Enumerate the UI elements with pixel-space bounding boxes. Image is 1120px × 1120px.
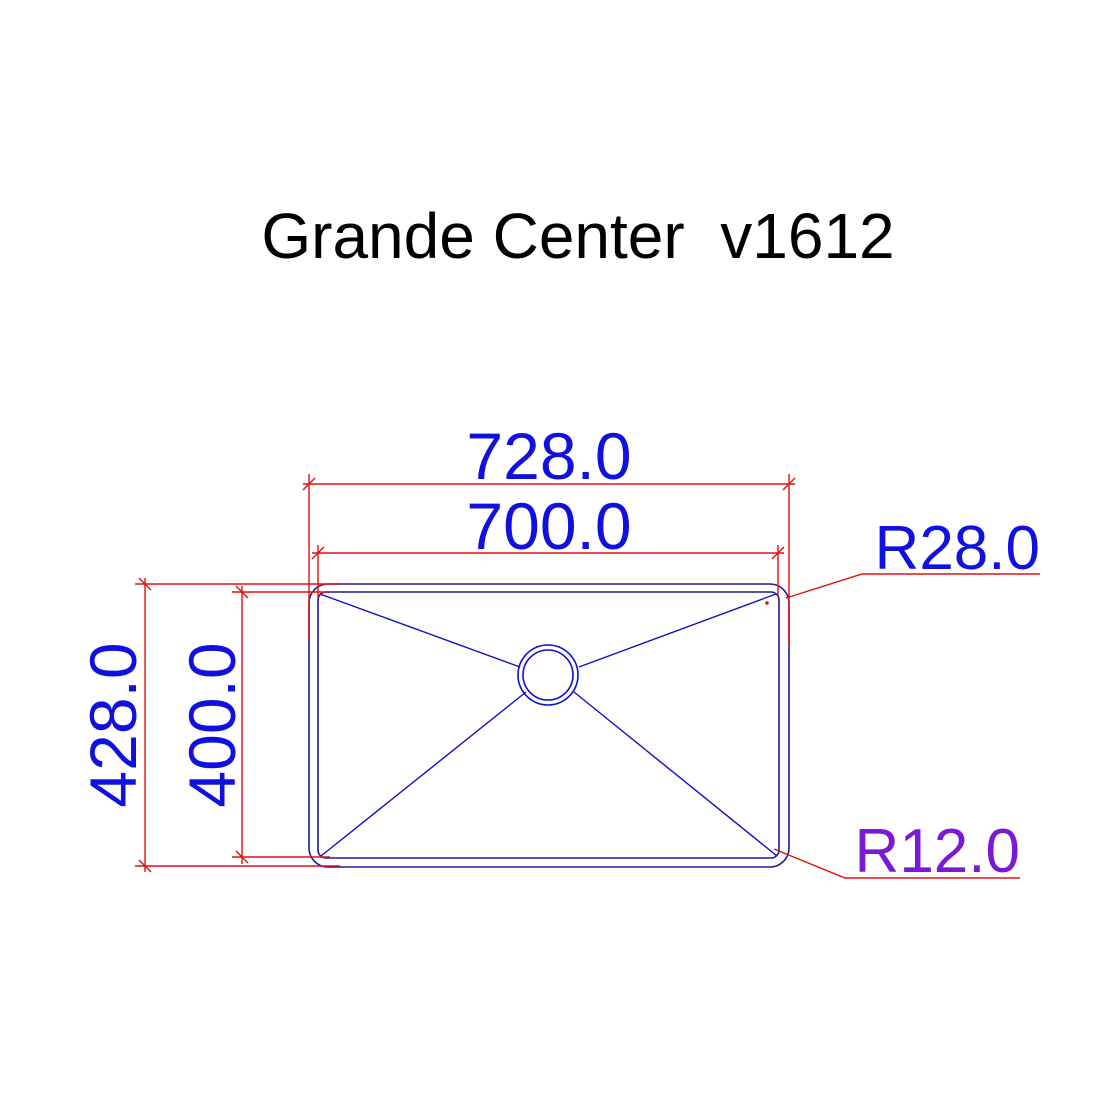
inner-radius-leader bbox=[773, 848, 1020, 879]
drain bbox=[517, 644, 579, 706]
bowl-slope-lines bbox=[319, 593, 778, 857]
inner-height-label: 400.0 bbox=[175, 642, 249, 807]
inner-width-label: 700.0 bbox=[466, 489, 631, 563]
drain-outer-ring bbox=[517, 644, 579, 706]
drawing-title: Grande Center v1612 bbox=[261, 200, 894, 272]
outer-width-label: 728.0 bbox=[466, 419, 631, 493]
corner-marker bbox=[765, 601, 769, 605]
outer-height-tick-top bbox=[138, 577, 152, 591]
sink-outer-rim bbox=[308, 583, 790, 868]
inner-height-tick-top bbox=[235, 585, 249, 599]
outer-height-label: 428.0 bbox=[76, 642, 150, 807]
outer-width-tick-left bbox=[302, 477, 316, 491]
slope-line-bottom-right bbox=[573, 691, 778, 857]
outer-radius-leader bbox=[785, 573, 1040, 599]
dimension-lines bbox=[135, 474, 1040, 879]
slope-line-top-left bbox=[319, 593, 521, 668]
outer-width-tick-right bbox=[782, 477, 796, 491]
inner-width-tick-left bbox=[311, 546, 325, 560]
slope-line-bottom-left bbox=[320, 691, 527, 857]
outer-radius-label: R28.0 bbox=[875, 514, 1040, 583]
inner-width-tick-right bbox=[771, 546, 785, 560]
drain-inner-ring bbox=[522, 649, 574, 701]
slope-line-top-right bbox=[578, 593, 777, 668]
sink-inner-bowl bbox=[317, 591, 780, 859]
sink-body bbox=[308, 583, 790, 868]
inner-height-tick-bottom bbox=[235, 850, 249, 864]
outer-height-tick-bottom bbox=[138, 859, 152, 873]
inner-radius-label: R12.0 bbox=[855, 817, 1020, 886]
